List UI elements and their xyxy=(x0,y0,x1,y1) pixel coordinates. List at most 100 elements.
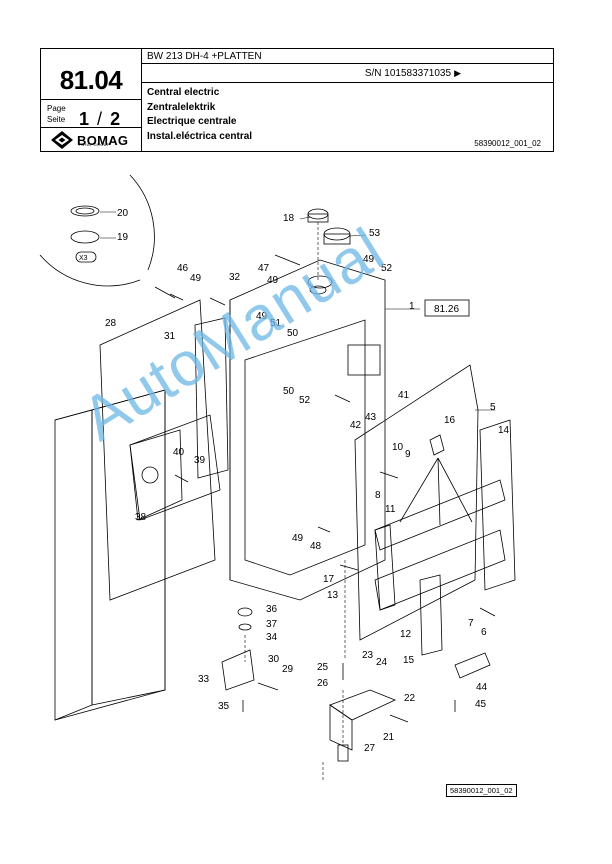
brand-subtitle: FAYAT GROUP xyxy=(79,142,110,147)
part-label-49: 49 xyxy=(292,533,304,544)
detail-label-x3: X3 xyxy=(79,255,88,262)
brand-logo: BOMAG xyxy=(51,130,128,150)
footer-document-reference: 58390012_001_02 xyxy=(446,784,517,797)
part-label-41: 41 xyxy=(398,390,410,401)
part-label-7: 7 xyxy=(468,618,474,629)
part-label-47: 47 xyxy=(258,263,270,274)
part-label-24: 24 xyxy=(376,657,388,668)
part-label-14: 14 xyxy=(498,425,510,436)
part-label-46: 46 xyxy=(177,263,189,274)
part-label-39: 39 xyxy=(194,455,206,466)
relay-41 xyxy=(347,344,381,376)
part-label-49: 49 xyxy=(363,254,375,265)
part-label-52: 52 xyxy=(381,263,393,274)
part-label-52: 52 xyxy=(299,395,311,406)
part-label-31: 31 xyxy=(164,331,176,342)
spacer-27 xyxy=(337,744,349,762)
part-label-43: 43 xyxy=(365,412,377,423)
part-label-25: 25 xyxy=(317,662,329,673)
part-label-49: 49 xyxy=(190,273,202,284)
part-label-20: 20 xyxy=(117,208,129,219)
page-label-de: Seite xyxy=(47,115,66,124)
page-fraction: 1 / 2 xyxy=(79,109,120,130)
part-label-9: 9 xyxy=(405,449,411,460)
part-label-8: 8 xyxy=(375,490,381,501)
part-label-35: 35 xyxy=(218,701,230,712)
part-label-19: 19 xyxy=(117,232,129,243)
part-label-49: 49 xyxy=(256,311,268,322)
part-label-10: 10 xyxy=(392,442,404,453)
header-row-line xyxy=(141,82,553,83)
part-label-49: 49 xyxy=(267,275,279,286)
ring-20-inner xyxy=(75,207,95,215)
page-number: 81.04 xyxy=(59,65,123,95)
ring-20-outline xyxy=(70,205,100,217)
relay-block xyxy=(129,414,221,521)
part-label-15: 15 xyxy=(403,655,415,666)
part-label-21: 21 xyxy=(383,732,395,743)
part-label-40: 40 xyxy=(173,447,185,458)
header-row-line xyxy=(141,63,553,64)
part-label-45: 45 xyxy=(475,699,487,710)
detail-x3-badge xyxy=(75,251,97,263)
part-label-30: 30 xyxy=(268,654,280,665)
part-label-36: 36 xyxy=(266,604,278,615)
bracket-33 xyxy=(221,649,255,691)
detail-circle-arc xyxy=(129,174,155,271)
title-german: Zentralelektrik xyxy=(147,101,216,113)
part-label-18: 18 xyxy=(283,213,295,224)
part-labels: 1567891011121314151617181920212223242526… xyxy=(105,208,510,754)
part-label-1: 1 xyxy=(409,301,415,312)
part-label-22: 22 xyxy=(404,693,416,704)
title-spanish: Instal.eléctrica central xyxy=(147,130,253,142)
header-divider xyxy=(141,49,142,151)
cabinet-opening xyxy=(244,319,366,576)
part-label-17: 17 xyxy=(323,574,335,585)
page-separator: / xyxy=(97,109,103,129)
ref-box-label: 81.26 xyxy=(434,304,459,315)
part-label-33: 33 xyxy=(198,674,210,685)
header-row-line xyxy=(41,99,141,100)
part-label-13: 13 xyxy=(327,590,339,601)
title-french: Electrique centrale xyxy=(147,116,237,127)
part-label-34: 34 xyxy=(266,632,278,643)
part-label-51: 51 xyxy=(270,318,282,329)
part-label-12: 12 xyxy=(400,629,412,640)
ref-box-81-26 xyxy=(424,299,470,317)
model-name: BW 213 DH-4 +PLATTEN xyxy=(147,51,262,62)
part-label-23: 23 xyxy=(362,650,374,661)
duct-14 xyxy=(479,419,516,591)
document-reference: 58390012_001_02 xyxy=(474,139,541,148)
part-label-50: 50 xyxy=(283,386,295,397)
part-label-26: 26 xyxy=(317,678,329,689)
duct-15 xyxy=(419,574,443,656)
brand-name: BOMAG xyxy=(77,132,129,148)
ring-19-outline xyxy=(70,230,100,244)
title-english: Central electric xyxy=(147,87,220,98)
part-16 xyxy=(429,434,445,456)
brand-logo-icon xyxy=(51,131,73,149)
bracket-21 xyxy=(329,689,397,721)
part-label-53: 53 xyxy=(369,228,381,239)
part-label-16: 16 xyxy=(444,415,456,426)
part-label-11: 11 xyxy=(385,504,396,515)
page-current: 1 xyxy=(79,109,90,129)
part-label-42: 42 xyxy=(350,420,362,431)
serial-number: S/N 101583371035 xyxy=(364,68,451,79)
page-total: 2 xyxy=(110,109,121,129)
page-label-en: Page xyxy=(47,104,66,113)
exploded-parts-drawing: 81.26 X3 1567891011121314151617181920212… xyxy=(39,174,516,780)
duct-31 xyxy=(194,317,229,479)
part-label-37: 37 xyxy=(266,619,278,630)
part-label-5: 5 xyxy=(490,402,496,413)
part-label-29: 29 xyxy=(282,664,294,675)
part-label-38: 38 xyxy=(135,512,147,523)
part-label-48: 48 xyxy=(310,541,322,552)
part-label-32: 32 xyxy=(229,272,241,283)
detail-circle-arc xyxy=(39,254,141,287)
part-label-44: 44 xyxy=(476,682,488,693)
header-block: 81.04 Page Seite 1 / 2 BOMAG FAYAT GROUP… xyxy=(40,48,554,152)
panel-28 xyxy=(99,299,216,601)
title-block: Central electric Zentralelektrik Electri… xyxy=(147,86,252,144)
part-label-50: 50 xyxy=(287,328,299,339)
